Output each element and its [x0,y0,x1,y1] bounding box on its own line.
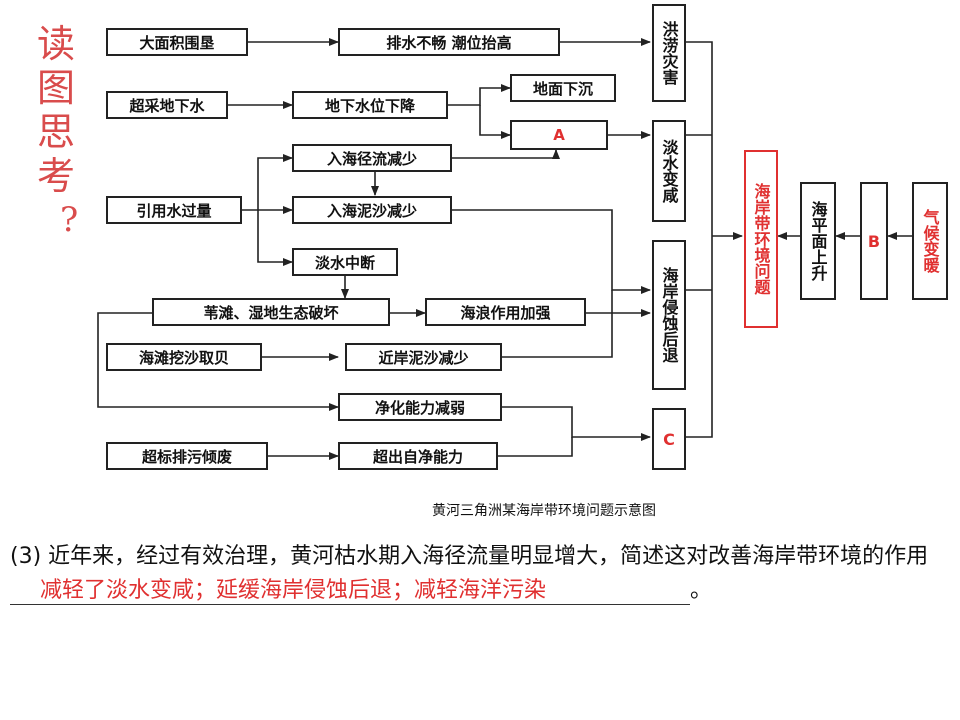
box-large-reclamation: 大面积围垦 [106,28,248,56]
box-groundwater-overuse: 超采地下水 [106,91,228,119]
side-title-char-4: 考 [36,154,75,198]
box-excess-discharge: 超标排污倾废 [106,442,268,470]
question-mark: ? [60,200,79,240]
arrow-b7-b6 [452,149,560,159]
box-runoff-decrease: 入海径流减少 [292,144,452,172]
arrow-b8-b10 [257,210,293,266]
arrow-b17-v4 [498,437,573,457]
vbox-salinization: 淡水变咸 [652,120,686,222]
box-water-overdraw: 引用水过量 [106,196,242,224]
arrow-b4-b6 [479,105,511,139]
vbox-c: C [652,408,686,470]
question-text: 近年来，经过有效治理，黄河枯水期入海径流量明显增大，简述这对改善海岸带环境的作用 [48,544,929,569]
side-title-char-2: 图 [36,66,75,110]
vbox-coastal-problem: 海岸带环境问题 [744,150,778,328]
box-freshwater-cut: 淡水中断 [292,248,398,276]
box-wave-strengthen: 海浪作用加强 [425,298,586,326]
answer-field[interactable]: 减轻了淡水变咸；延缓海岸侵蚀后退；减轻海洋污染 [10,578,690,605]
box-a: A [510,120,608,150]
vbox-coast-erosion: 海岸侵蚀后退 [652,240,686,390]
side-title-char-1: 读 [36,22,75,66]
side-title: 读 图 思 考 ? [34,22,78,242]
box-sediment-decrease: 入海泥沙减少 [292,196,452,224]
arrow-v1-merge [686,41,713,438]
flow-connectors [97,38,912,460]
question-block: (3) 近年来，经过有效治理，黄河枯水期入海径流量明显增大，简述这对改善海岸带环… [10,540,950,608]
arrow-b14-v3 [502,290,613,358]
box-nearshore-sediment: 近岸泥沙减少 [345,343,502,371]
box-poor-drainage: 排水不畅 潮位抬高 [338,28,560,56]
arrow-b9-v3 [452,209,651,294]
arrow-b8-b7 [257,154,293,210]
vbox-b: B [860,182,888,300]
box-water-table-drop: 地下水位下降 [292,91,448,119]
vbox-flood-disaster: 洪涝灾害 [652,4,686,102]
box-land-subsidence: 地面下沉 [510,74,616,102]
side-title-char-3: 思 [36,110,75,154]
arrow-b11-b15 [97,312,339,411]
vbox-sea-level-rise: 海平面上升 [800,182,836,300]
arrow-b15-v4 [502,406,651,441]
box-wetland-damage: 苇滩、湿地生态破坏 [152,298,390,326]
vbox-climate-warming: 气候变暖 [912,182,948,300]
question-end: 。 [690,578,713,603]
diagram-caption: 黄河三角洲某海岸带环境问题示意图 [432,503,656,519]
question-number: (3) [10,544,42,569]
arrow-b4-b5 [448,84,511,106]
box-purification-weaken: 净化能力减弱 [338,393,502,421]
box-beyond-selfclean: 超出自净能力 [338,442,498,470]
box-beach-digging: 海滩挖沙取贝 [106,343,262,371]
